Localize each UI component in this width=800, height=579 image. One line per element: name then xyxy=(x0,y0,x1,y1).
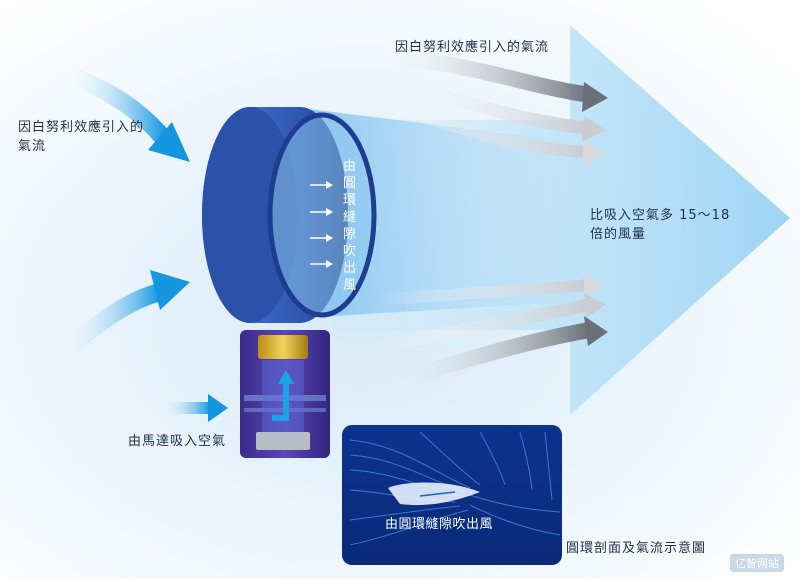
label-ring-slit: 由圓環縫隙吹出風 xyxy=(343,159,357,293)
label-bernoulli-left: 因白努利效應引入的氣流 xyxy=(18,120,145,154)
inset-caption: 圓環剖面及氣流示意圖 xyxy=(566,541,707,556)
bernoulli-arrow-top-left xyxy=(58,63,190,162)
fan-ring xyxy=(202,107,377,323)
fan-base xyxy=(240,330,330,458)
label-motor-intake: 由馬達吸入空氣 xyxy=(128,434,227,449)
cross-section-inset xyxy=(342,425,562,565)
watermark: 亿智网站 xyxy=(730,554,784,572)
induced-airflow-arrows-top xyxy=(374,51,608,166)
slit-arrows xyxy=(310,181,333,268)
label-bernoulli-top: 因白努利效應引入的氣流 xyxy=(395,40,550,55)
label-air-multiplier: 比吸入空氣多 15～18 倍的風量 xyxy=(590,208,731,242)
motor-intake-arrow xyxy=(160,394,228,422)
airflow-beam xyxy=(300,108,600,318)
induced-airflow-arrows-bottom xyxy=(374,273,608,393)
bernoulli-arrow-bottom-left xyxy=(55,270,190,362)
label-inset-slit: 由圓環縫隙吹出風 xyxy=(385,517,494,532)
